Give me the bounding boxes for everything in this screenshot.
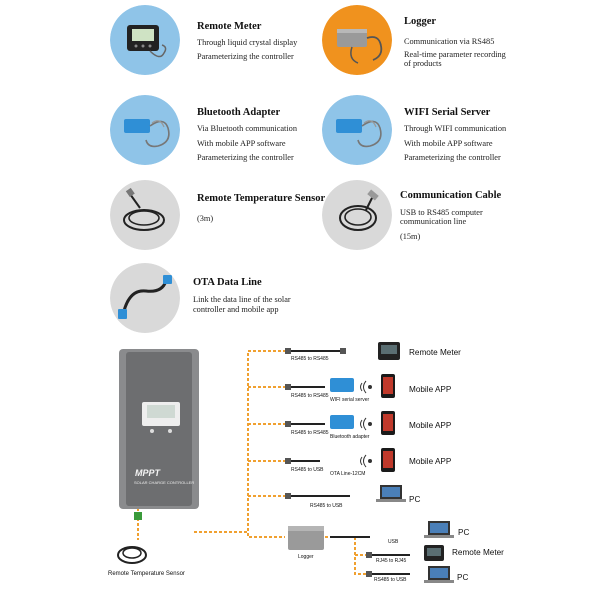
logger-branch2-cable: RJ45 to RJ45	[376, 558, 407, 564]
connection-diagram: MPPT SOLAR CHARGE CONTROLLER RS485 to RS…	[0, 335, 600, 600]
logger-branch3-cable: RS485 to USB	[374, 577, 407, 583]
remote-meter-title: Remote Meter	[197, 21, 262, 32]
row2-module-label: WIFI serial server	[330, 397, 370, 403]
communication-cable-line-2: communication line	[400, 217, 467, 226]
row2-cable-label: RS485 to RS485	[291, 393, 329, 399]
ota-line-2: controller and mobile app	[193, 305, 279, 314]
row1-cable-label: RS485 to RS485	[291, 356, 329, 362]
temperature-sensor-title: Remote Temperature Sensor	[197, 193, 326, 204]
row4-device-label: Mobile APP	[409, 457, 452, 466]
diagram-wiring	[117, 342, 454, 583]
controller-brand: MPPT	[135, 468, 161, 478]
temperature-sensor-image	[110, 180, 180, 250]
bluetooth-adapter-image	[110, 95, 180, 165]
controller-subtitle: SOLAR CHARGE CONTROLLER	[134, 480, 195, 485]
bluetooth-line-3: Parameterizing the controller	[197, 153, 294, 162]
row4-cable-label: RS485 to USB	[291, 467, 324, 473]
row4-module-label: OTA Line-12CM	[330, 471, 366, 477]
logger-line-2: Real-time parameter recording	[404, 50, 506, 59]
logger-title: Logger	[404, 16, 437, 27]
remote-meter-image	[110, 5, 180, 75]
wifi-serial-server-title: WIFI Serial Server	[404, 107, 491, 118]
logger-branch2-device: Remote Meter	[452, 548, 504, 557]
ota-line-1: Link the data line of the solar	[193, 295, 291, 304]
logger-line-3: of products	[404, 59, 442, 68]
temp-sensor-diagram-label: Remote Temperature Sensor	[108, 571, 185, 577]
temperature-sensor-line-1: (3m)	[197, 214, 214, 223]
row2-device-label: Mobile APP	[409, 385, 452, 394]
ota-data-line-title: OTA Data Line	[193, 277, 262, 288]
communication-cable-line-3: (15m)	[400, 232, 421, 241]
logger-image	[322, 5, 392, 75]
bluetooth-line-1: Via Bluetooth communication	[197, 124, 297, 133]
remote-meter-line-1: Through liquid crystal display	[197, 38, 298, 47]
wifi-line-2: With mobile APP software	[404, 139, 493, 148]
bluetooth-adapter-title: Bluetooth Adapter	[197, 107, 281, 118]
row3-cable-label: RS485 to RS485	[291, 430, 329, 436]
row3-device-label: Mobile APP	[409, 421, 452, 430]
bluetooth-line-2: With mobile APP software	[197, 139, 286, 148]
wifi-serial-server-image	[322, 95, 392, 165]
communication-cable-line-1: USB to RS485 computer	[400, 208, 483, 217]
row5-cable-label: RS485 to USB	[310, 503, 343, 509]
remote-meter-line-2: Parameterizing the controller	[197, 52, 294, 61]
row1-device-label: Remote Meter	[409, 348, 461, 357]
logger-label: Logger	[298, 554, 314, 560]
ota-data-line-image	[110, 263, 180, 333]
logger-branch1-device: PC	[458, 528, 470, 537]
logger-branch1-cable: USB	[388, 539, 399, 545]
row3-module-label: Bluetooth adapter	[330, 434, 370, 440]
communication-cable-image	[322, 180, 392, 250]
wifi-line-3: Parameterizing the controller	[404, 153, 501, 162]
controller-icon	[119, 349, 199, 509]
logger-line-1: Communication via RS485	[404, 37, 495, 46]
wifi-line-1: Through WIFI communication	[404, 124, 507, 133]
communication-cable-title: Communication Cable	[400, 190, 502, 201]
logger-branch3-device: PC	[457, 573, 469, 582]
row5-device-label: PC	[409, 495, 421, 504]
